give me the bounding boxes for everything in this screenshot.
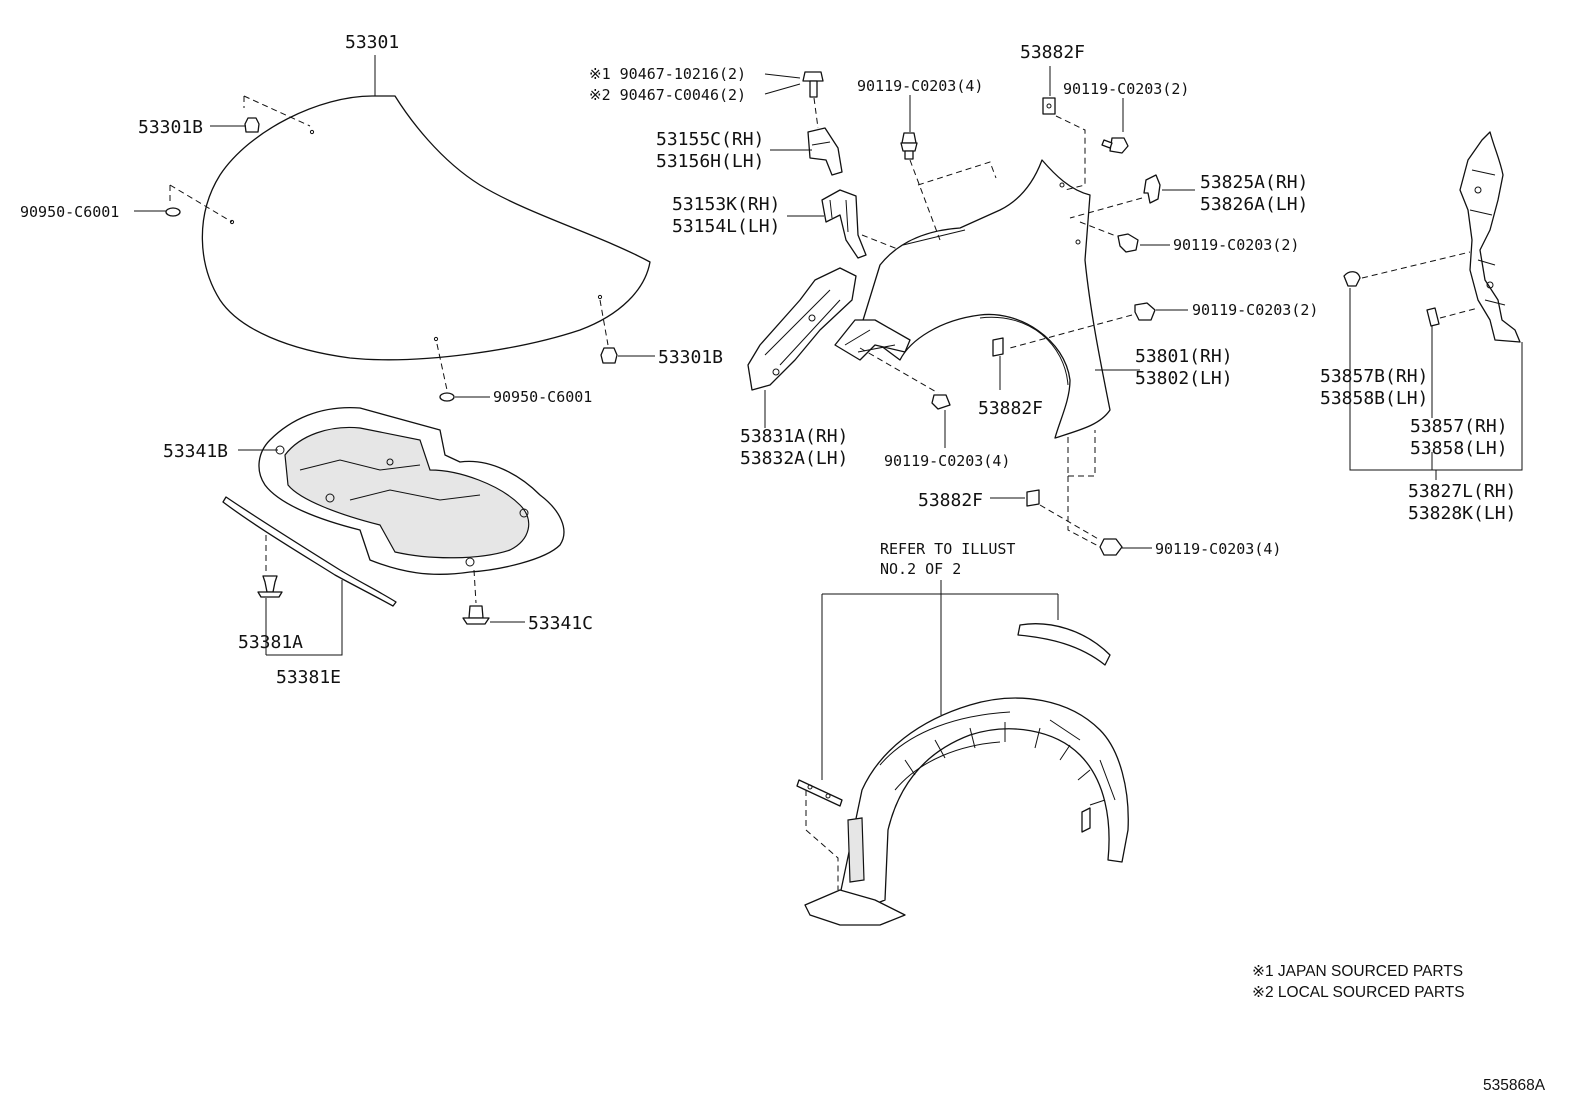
nut-53882f-bottom[interactable] — [1026, 489, 1040, 507]
label-53154l: 53154L(LH) — [672, 216, 780, 237]
label-53153k: 53153K(RH) — [672, 194, 780, 215]
label-53831a: 53831A(RH) — [740, 426, 848, 447]
drawing-id: 535868A — [1483, 1077, 1546, 1094]
label-53301b-right: 53301B — [658, 347, 723, 368]
label-53858: 53858(LH) — [1410, 438, 1508, 459]
seal-clip-53857b[interactable] — [1343, 271, 1361, 287]
hood-panel[interactable] — [201, 95, 651, 361]
label-bolt-lower-right: 90119-C0203(2) — [1192, 301, 1318, 319]
bolt-lower-right[interactable] — [1134, 302, 1156, 321]
label-53341b: 53341B — [163, 441, 228, 462]
label-90950-left: 90950-C6001 — [20, 203, 119, 221]
label-53882f-bottom: 53882F — [918, 490, 983, 511]
label-53341c: 53341C — [528, 613, 593, 634]
bolt-90467[interactable] — [802, 71, 824, 98]
label-53857: 53857(RH) — [1410, 416, 1508, 437]
nut-53882f-top[interactable] — [1042, 97, 1056, 115]
bracket-53153k[interactable] — [821, 189, 867, 259]
bolt-mid-right[interactable] — [1117, 233, 1139, 253]
bolt-top[interactable] — [900, 132, 918, 160]
label-bolt-bottom: 90119-C0203(4) — [1155, 540, 1281, 558]
label-bolt-mid-right: 90119-C0203(2) — [1173, 236, 1299, 254]
label-53155c: 53155C(RH) — [656, 129, 764, 150]
label-note-bolt-2: ※2 90467-C0046(2) — [589, 86, 746, 104]
fender-seal-panel[interactable] — [1459, 131, 1521, 343]
footnote-local: ※2 LOCAL SOURCED PARTS — [1252, 984, 1465, 1001]
hood-cushion-right[interactable] — [600, 347, 618, 364]
hood-plug-bottom[interactable] — [439, 392, 455, 402]
label-53301b-left: 53301B — [138, 117, 203, 138]
label-53832a: 53832A(LH) — [740, 448, 848, 469]
bolt-mid[interactable] — [931, 394, 951, 410]
footnote-japan: ※1 JAPAN SOURCED PARTS — [1252, 963, 1463, 980]
label-53828k: 53828K(LH) — [1408, 503, 1516, 524]
label-53381a: 53381A — [238, 632, 303, 653]
bracket-53155c[interactable] — [807, 127, 843, 176]
bolt-bottom[interactable] — [1099, 538, 1123, 556]
label-53882f-mid: 53882F — [978, 398, 1043, 419]
label-53802: 53802(LH) — [1135, 368, 1233, 389]
liner-clip-strip[interactable] — [796, 779, 843, 807]
fender-support-53831a[interactable] — [747, 267, 857, 391]
hood-seal-strip[interactable] — [222, 496, 397, 607]
label-53301: 53301 — [345, 32, 399, 53]
fender-liner[interactable] — [804, 697, 1129, 926]
label-53857b: 53857B(RH) — [1320, 366, 1428, 387]
nut-53882f-mid[interactable] — [992, 337, 1004, 357]
label-note-bolt-1: ※1 90467-10216(2) — [589, 65, 746, 83]
label-53827l: 53827L(RH) — [1408, 481, 1516, 502]
label-bolt-top: 90119-C0203(4) — [857, 77, 983, 95]
front-fender[interactable] — [859, 159, 1111, 439]
label-refer-line1: REFER TO ILLUST — [880, 540, 1015, 558]
label-53858b: 53858B(LH) — [1320, 388, 1428, 409]
label-53826a: 53826A(LH) — [1200, 194, 1308, 215]
bolt-top-right[interactable] — [1101, 137, 1129, 154]
fender-liner-flap[interactable] — [1017, 623, 1111, 666]
clip-53341c[interactable] — [462, 605, 490, 625]
label-bolt-mid: 90119-C0203(4) — [884, 452, 1010, 470]
label-53381e: 53381E — [276, 667, 341, 688]
bracket-53825a[interactable] — [1143, 174, 1161, 204]
label-90950-bottom: 90950-C6001 — [493, 388, 592, 406]
label-53156h: 53156H(LH) — [656, 151, 764, 172]
clip-53381a[interactable] — [257, 575, 283, 598]
hood-cushion-left[interactable] — [244, 117, 260, 133]
hood-plug-left[interactable] — [165, 207, 181, 217]
hood-insulator[interactable] — [258, 406, 565, 576]
label-53882f-top: 53882F — [1020, 42, 1085, 63]
label-53801: 53801(RH) — [1135, 346, 1233, 367]
label-refer-line2: NO.2 OF 2 — [880, 560, 961, 578]
label-bolt-top-right: 90119-C0203(2) — [1063, 80, 1189, 98]
seal-clip-53857[interactable] — [1426, 307, 1440, 327]
label-53825a: 53825A(RH) — [1200, 172, 1308, 193]
fender-lower-bracket[interactable] — [834, 319, 911, 361]
